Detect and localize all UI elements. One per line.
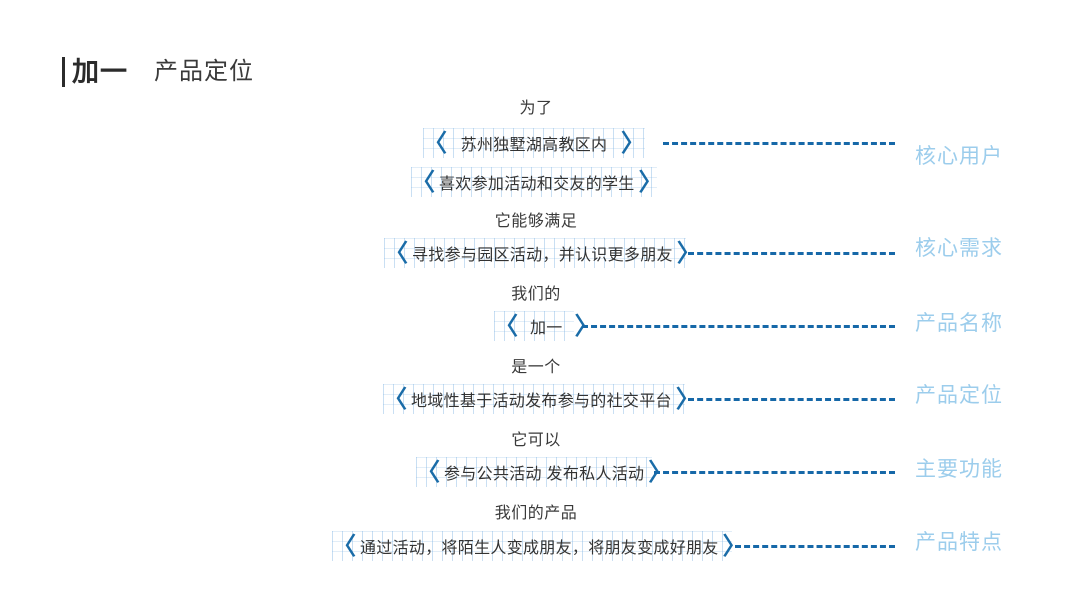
connector-text-row: 我们的产品 (0, 499, 1067, 523)
connector-label: 是一个 (511, 359, 561, 376)
bracketed-phrase[interactable]: 〈寻找参与园区活动，并认识更多朋友〉 (384, 238, 701, 268)
dashed-connector-line (735, 545, 895, 548)
chevron-right-icon: 〉 (638, 168, 663, 196)
category-label: 产品定位 (915, 384, 1003, 407)
connector-text-row: 是一个 (0, 353, 1067, 377)
connector-label: 我们的 (511, 286, 561, 303)
phrase-row: 〈通过活动，将陌生人变成朋友，将朋友变成好朋友〉 (0, 531, 1067, 561)
connector-label: 为了 (519, 100, 553, 117)
bracketed-phrase[interactable]: 〈苏州独墅湖高教区内〉 (423, 128, 645, 158)
chevron-left-icon: 〈 (416, 458, 440, 486)
title-subtitle-text: 产品定位 (154, 58, 254, 85)
connector-label: 我们的产品 (494, 505, 578, 522)
chevron-left-icon: 〈 (383, 385, 407, 413)
bracketed-phrase[interactable]: 〈参与公共活动 发布私人活动〉 (416, 457, 672, 487)
chevron-left-icon: 〈 (384, 239, 408, 267)
bracketed-phrase[interactable]: 〈喜欢参加活动和交友的学生〉 (411, 167, 663, 197)
connector-label: 它可以 (511, 432, 561, 449)
phrase-text: 喜欢参加活动和交友的学生 (439, 176, 635, 193)
connector-text-row: 为了 (0, 94, 1067, 118)
phrase-row: 〈加一〉 (0, 311, 1067, 341)
category-label: 核心用户 (915, 145, 1003, 168)
title-brand-text: 加一 (72, 56, 128, 87)
chevron-left-icon: 〈 (332, 532, 356, 560)
dashed-connector-line (582, 325, 895, 328)
dashed-connector-line (688, 252, 895, 255)
phrase-row: 〈参与公共活动 发布私人活动〉 (0, 457, 1067, 487)
bracketed-phrase[interactable]: 〈地域性基于活动发布参与的社交平台〉 (383, 384, 700, 414)
connector-text-row: 它可以 (0, 426, 1067, 450)
title-accent-bar (62, 57, 65, 87)
phrase-text: 寻找参与园区活动，并认识更多朋友 (412, 247, 673, 264)
category-label: 主要功能 (915, 458, 1003, 481)
phrase-text: 通过活动，将陌生人变成朋友，将朋友变成好朋友 (360, 540, 719, 557)
bracketed-phrase[interactable]: 〈加一〉 (494, 311, 599, 341)
chevron-right-icon: 〉 (621, 129, 645, 157)
phrase-text: 苏州独墅湖高教区内 (460, 137, 608, 154)
connector-label: 它能够满足 (494, 213, 578, 230)
category-label: 产品名称 (915, 312, 1003, 335)
connector-text-row: 它能够满足 (0, 207, 1067, 231)
phrase-text: 加一 (530, 320, 563, 337)
bracketed-phrase[interactable]: 〈通过活动，将陌生人变成朋友，将朋友变成好朋友〉 (332, 531, 747, 561)
phrase-text: 地域性基于活动发布参与的社交平台 (411, 393, 672, 410)
phrase-row: 〈寻找参与园区活动，并认识更多朋友〉 (0, 238, 1067, 268)
category-label: 核心需求 (915, 237, 1003, 260)
phrase-row: 〈喜欢参加活动和交友的学生〉 (0, 167, 1067, 197)
dashed-connector-line (654, 471, 895, 474)
phrase-text: 参与公共活动 发布私人活动 (444, 466, 645, 483)
connector-text-row: 我们的 (0, 280, 1067, 304)
chevron-left-icon: 〈 (423, 129, 447, 157)
chevron-left-icon: 〈 (494, 312, 518, 340)
category-label: 产品特点 (915, 531, 1003, 554)
dashed-connector-line (688, 398, 895, 401)
phrase-row: 〈地域性基于活动发布参与的社交平台〉 (0, 384, 1067, 414)
phrase-row: 〈苏州独墅湖高教区内〉 (0, 128, 1067, 158)
chevron-left-icon: 〈 (411, 168, 435, 196)
page-title: 加一 产品定位 (62, 52, 254, 92)
dashed-connector-line (663, 142, 895, 145)
